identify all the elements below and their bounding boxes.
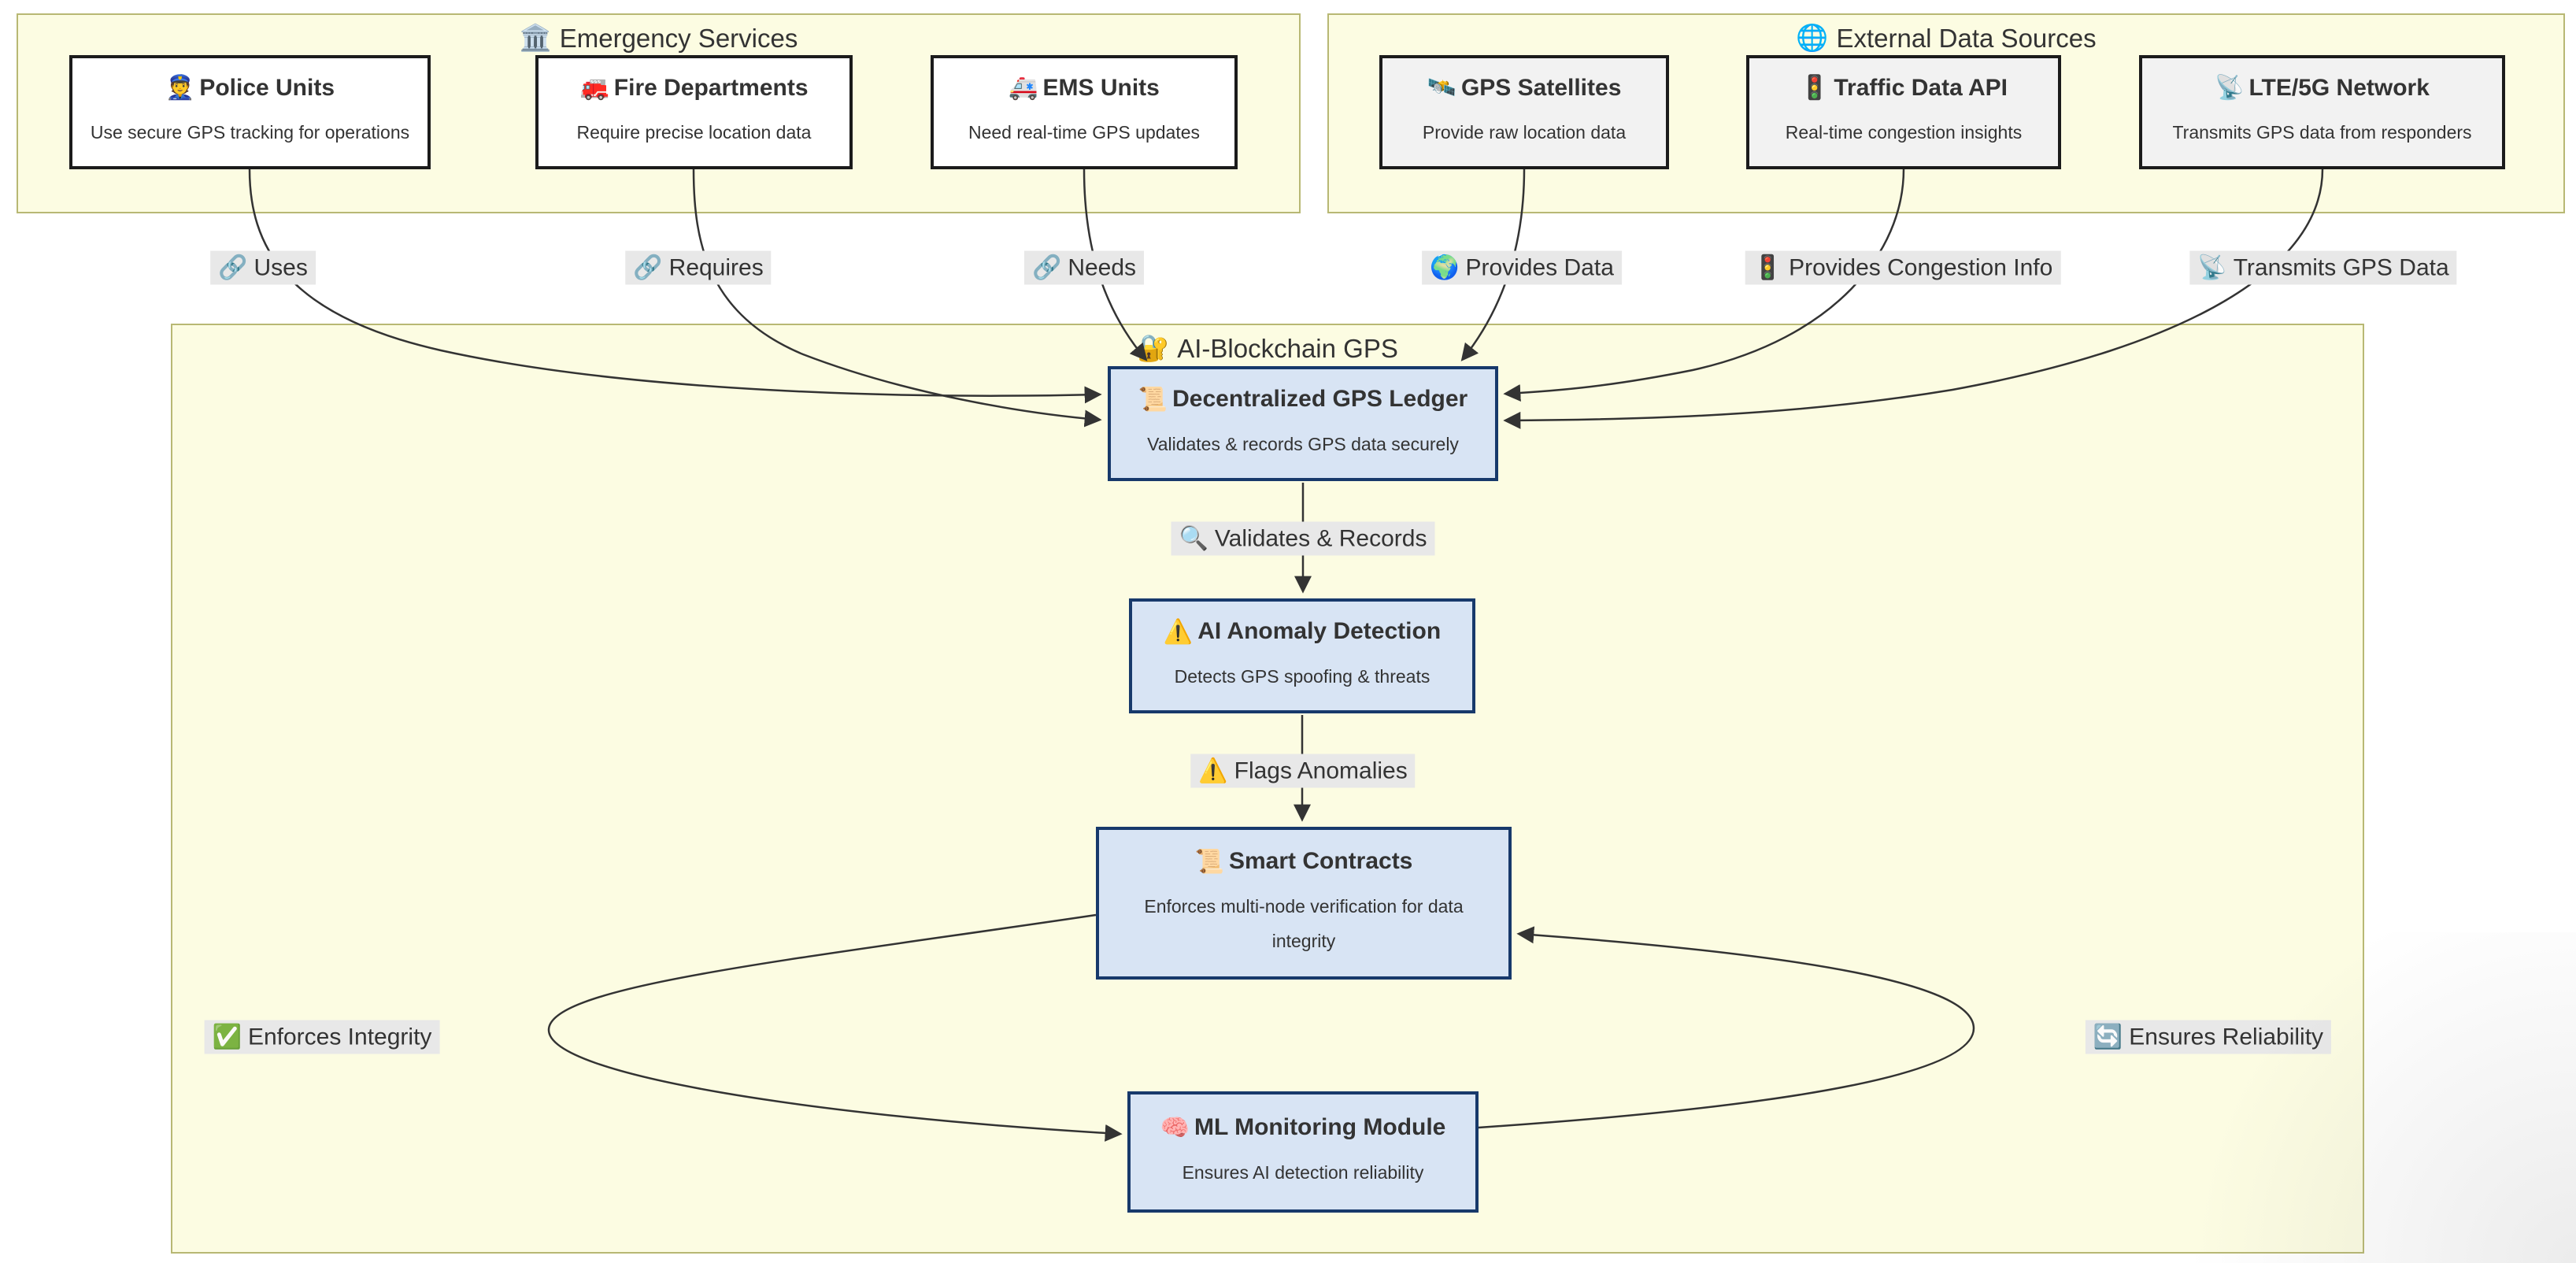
edge-label-text: Provides Data [1465,254,1614,280]
fire-engine-icon: 🚒 [579,75,609,102]
edge-label-text: Flags Anomalies [1234,757,1408,783]
node-description: Real-time congestion insights [1785,122,2023,143]
edge-label-text: Ensures Reliability [2129,1024,2324,1050]
warning-icon: ⚠️ [1163,618,1194,645]
edge-label-text: Validates & Records [1214,525,1427,551]
traffic-light-icon: 🚦 [1800,75,1830,102]
refresh-icon: 🔄 [2093,1024,2123,1050]
edge-label-text: Needs [1068,254,1137,280]
edge-label-text: Transmits GPS Data [2233,254,2449,280]
edge-smart-to-ml [547,913,1123,1142]
link-icon: 🔗 [218,254,248,281]
node-title: ML Monitoring Module [1194,1114,1446,1141]
traffic-light-icon: 🚦 [1752,254,1783,281]
node-description: Enforces multi-node verification for dat… [1144,895,1464,951]
node-description: Validates & records GPS data securely [1147,433,1459,454]
node-description: Transmits GPS data from responders [2172,122,2472,143]
scroll-icon: 📜 [1194,848,1224,875]
subgraph-title-text: External Data Sources [1836,23,2097,53]
police-officer-icon: 👮 [165,75,195,102]
bank-icon: 🏛️ [519,23,552,52]
edge-label-needs: 🔗 Needs [1023,250,1145,285]
node-description: Detects GPS spoofing & threats [1174,665,1430,687]
node-title: EMS Units [1042,74,1160,101]
edge-label-text: Requires [668,254,764,280]
edge-label-provides-congestion-info: 🚦 Provides Congestion Info [1745,250,2061,285]
subgraph-emergency-title: 🏛️ Emergency Services [18,23,1299,54]
ambulance-icon: 🚑 [1009,75,1038,102]
edge-label-text: Uses [254,254,308,280]
edge-label-uses: 🔗 Uses [210,250,316,285]
node-title: Decentralized GPS Ledger [1172,386,1468,413]
edge-label-provides-data: 🌍 Provides Data [1422,250,1622,285]
node-title: Traffic Data API [1834,74,2008,101]
globe-icon: 🌐 [1796,23,1829,52]
edge-label-ensures-reliability: 🔄 Ensures Reliability [2085,1020,2332,1054]
node-description: Provide raw location data [1422,122,1627,143]
subgraph-external-title: 🌐 External Data Sources [1329,23,2563,54]
edge-traffic-to-ledger [1503,169,1905,402]
check-mark-icon: ✅ [212,1024,242,1050]
node-decentralized-gps-ledger: 📜Decentralized GPS Ledger Validates & re… [1108,366,1498,481]
node-smart-contracts: 📜Smart Contracts Enforces multi-node ver… [1096,827,1512,980]
scroll-icon: 📜 [1138,386,1168,413]
satellite-antenna-icon: 📡 [2215,75,2245,102]
node-traffic-data-api: 🚦Traffic Data API Real-time congestion i… [1746,55,2061,169]
node-description: Require precise location data [576,122,812,143]
edge-label-enforces-integrity: ✅ Enforces Integrity [204,1020,440,1054]
edge-ml-to-smart [1478,926,1975,1129]
edge-label-validates-records: 🔍 Validates & Records [1171,521,1435,556]
magnifier-icon: 🔍 [1179,525,1208,552]
node-title: GPS Satellites [1460,74,1622,101]
edge-fire-to-ledger [692,169,1102,428]
edge-label-flags-anomalies: ⚠️ Flags Anomalies [1190,754,1416,788]
node-gps-satellites: 🛰️GPS Satellites Provide raw location da… [1379,55,1669,169]
subgraph-title-text: Emergency Services [559,23,798,53]
subgraph-title-text: AI-Blockchain GPS [1177,333,1398,363]
brain-icon: 🧠 [1160,1114,1190,1141]
subgraph-blockchain-title: 🔐 AI-Blockchain GPS [172,333,2363,364]
node-fire-departments: 🚒Fire Departments Require precise locati… [535,55,853,169]
node-description: Ensures AI detection reliability [1182,1161,1424,1183]
link-icon: 🔗 [633,254,663,281]
node-title: Police Units [199,74,335,101]
satellite-antenna-icon: 📡 [2197,254,2227,281]
node-ems-units: 🚑EMS Units Need real-time GPS updates [931,55,1238,169]
edge-label-text: Provides Congestion Info [1789,254,2053,280]
warning-icon: ⚠️ [1198,757,1228,784]
edge-label-requires: 🔗 Requires [625,250,772,285]
link-icon: 🔗 [1031,254,1062,281]
node-title: Smart Contracts [1228,848,1413,875]
node-ml-monitoring-module: 🧠ML Monitoring Module Ensures AI detecti… [1127,1091,1479,1213]
satellite-icon: 🛰️ [1427,75,1456,102]
node-title: LTE/5G Network [2248,74,2430,101]
earth-icon: 🌍 [1430,254,1460,281]
node-title: AI Anomaly Detection [1197,618,1442,645]
node-lte-5g-network: 📡LTE/5G Network Transmits GPS data from … [2139,55,2505,169]
edge-lte-to-ledger [1503,169,2324,429]
edge-label-text: Enforces Integrity [247,1024,432,1050]
node-description: Need real-time GPS updates [968,122,1201,143]
node-police-units: 👮Police Units Use secure GPS tracking fo… [69,55,431,169]
node-ai-anomaly-detection: ⚠️AI Anomaly Detection Detects GPS spoof… [1129,598,1475,713]
node-description: Use secure GPS tracking for operations [90,122,410,143]
edge-label-transmits-gps-data: 📡 Transmits GPS Data [2189,250,2457,285]
node-title: Fire Departments [613,74,809,101]
